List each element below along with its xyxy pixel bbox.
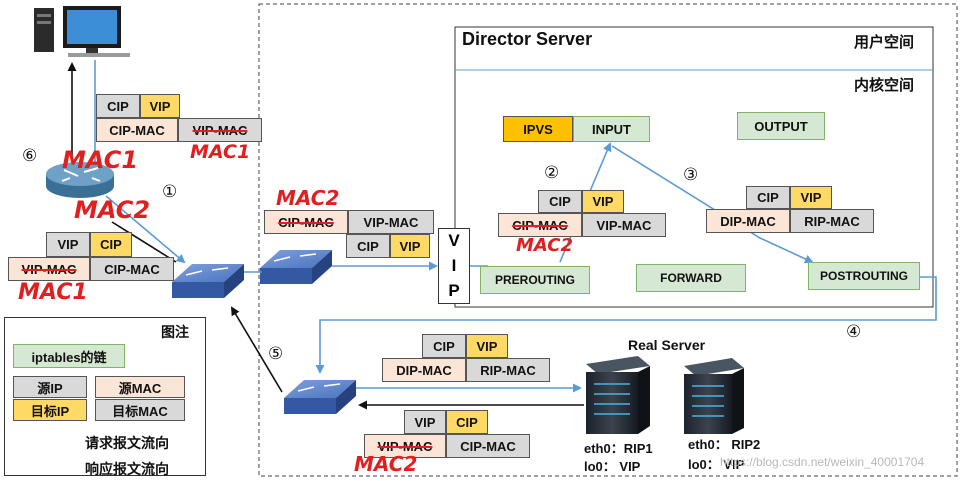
pkt-client-src-ip: CIP xyxy=(96,94,140,118)
vip-letter-i: I xyxy=(451,255,457,275)
pkt-dir-out-src-mac: DIP-MAC xyxy=(706,209,790,233)
switch-middle-icon xyxy=(260,250,332,284)
pkt-router-src-mac: VIP-MAC xyxy=(8,257,90,281)
chain-input: INPUT xyxy=(573,116,650,142)
vip-letter-p: P xyxy=(448,280,460,300)
pkt-router-src-ip: VIP xyxy=(46,232,90,257)
pkt-from-rs-src-ip: VIP xyxy=(404,410,446,434)
pkt-switch-dst-mac: VIP-MAC xyxy=(348,210,434,234)
kernel-space-label: 内核空间 xyxy=(854,77,915,94)
router-icon xyxy=(46,162,114,198)
server-side-region xyxy=(258,3,958,477)
vip-interface: V I P xyxy=(438,228,470,304)
real-server-title: Real Server xyxy=(628,337,706,353)
step-6-marker: ⑥ xyxy=(22,146,38,166)
pkt-dir-in-dst-ip: VIP xyxy=(582,190,624,213)
pkt-to-rs-src-ip: CIP xyxy=(422,334,466,358)
pkt-from-rs-dst-mac: CIP-MAC xyxy=(446,434,530,458)
user-space-label: 用户空间 xyxy=(854,34,915,51)
pkt-switch-src-mac: CIP-MAC xyxy=(264,210,348,234)
request-postrouting-to-switch xyxy=(315,276,937,374)
legend-request-label: 请求报文流向 xyxy=(85,435,169,451)
rs2-eth0-label: eth0： RIP2 xyxy=(688,437,761,452)
annotation-dir-in-mac2: MAC2 xyxy=(516,235,574,256)
response-arrows xyxy=(67,62,584,410)
request-arrows xyxy=(94,60,937,393)
pkt-dir-in-dst-mac: VIP-MAC xyxy=(582,213,666,237)
watermark: https://blog.csdn.net/weixin_40001704 xyxy=(720,455,925,469)
step-3-marker: ③ xyxy=(683,165,699,185)
annotation-router-mac1: MAC1 xyxy=(62,146,139,174)
switch-left-icon xyxy=(172,264,244,298)
pkt-client-dst-ip: VIP xyxy=(140,94,180,118)
switch-bottom-icon xyxy=(284,380,356,414)
pkt-to-rs-dst-mac: RIP-MAC xyxy=(466,358,550,382)
legend-src-ip: 源IP xyxy=(13,376,87,398)
legend-chain: iptables的链 xyxy=(13,344,125,368)
pkt-dir-in-src-ip: CIP xyxy=(538,190,582,213)
legend-src-mac: 源MAC xyxy=(95,376,185,398)
pkt-switch-src-ip: CIP xyxy=(346,234,390,258)
step-5-marker: ⑤ xyxy=(268,344,284,364)
pkt-client-dst-mac: VIP-MAC xyxy=(178,118,262,142)
legend-dst-ip: 目标IP xyxy=(13,399,87,421)
pkt-dir-in-src-mac: CIP-MAC xyxy=(498,213,582,237)
pkt-router-dst-mac: CIP-MAC xyxy=(90,257,174,281)
annotation-switch-mac2: MAC2 xyxy=(276,186,340,210)
pkt-router-dst-ip: CIP xyxy=(90,232,132,257)
step-2-marker: ② xyxy=(544,163,560,183)
rs1-eth0-label: eth0：RIP1 xyxy=(584,441,653,456)
pkt-dir-out-dst-mac: RIP-MAC xyxy=(790,209,874,233)
rs2-lo0-label: lo0： VIP xyxy=(688,457,745,472)
request-input-to-postrouting xyxy=(611,145,814,264)
step-4-marker: ④ xyxy=(846,322,862,342)
chain-forward: FORWARD xyxy=(636,264,746,292)
pkt-dir-out-src-ip: CIP xyxy=(746,186,790,209)
client-pc-icon xyxy=(34,6,130,57)
pkt-to-rs-src-mac: DIP-MAC xyxy=(382,358,466,382)
annotation-router-mac2: MAC2 xyxy=(74,196,151,224)
pkt-switch-dst-ip: VIP xyxy=(390,234,430,258)
chain-output: OUTPUT xyxy=(737,112,825,140)
ipvs-box: IPVS xyxy=(503,116,573,142)
director-server-title: Director Server xyxy=(462,29,593,49)
response-switch-to-left-switch xyxy=(230,306,283,393)
legend-title: 图注 xyxy=(161,324,189,340)
annotation-from-rs-mac2: MAC2 xyxy=(354,452,418,476)
request-router-to-switch xyxy=(105,195,186,264)
chain-postrouting: POSTROUTING xyxy=(808,262,920,290)
pkt-from-rs-src-mac: VIP-MAC xyxy=(364,434,446,458)
response-switch-to-router xyxy=(111,221,177,263)
annotation-router-left-mac1: MAC1 xyxy=(18,280,88,305)
pkt-from-rs-dst-ip: CIP xyxy=(446,410,488,434)
rs1-lo0-label: lo0： VIP xyxy=(584,459,641,474)
real-server-1-icon xyxy=(586,356,650,434)
step-1-marker: ① xyxy=(162,182,178,202)
pkt-dir-out-dst-ip: VIP xyxy=(790,186,832,209)
annotation-client-mac1: MAC1 xyxy=(190,141,251,163)
pkt-to-rs-dst-ip: VIP xyxy=(466,334,508,358)
legend-response-label: 响应报文流向 xyxy=(85,461,169,477)
legend-panel: 图注 iptables的链 源IP 源MAC 目标IP 目标MAC 请求报文流向… xyxy=(4,317,206,477)
pkt-client-src-mac: CIP-MAC xyxy=(96,118,178,142)
legend-dst-mac: 目标MAC xyxy=(95,399,185,421)
vip-letter-v: V xyxy=(448,231,460,251)
chain-prerouting: PREROUTING xyxy=(480,266,590,294)
director-server-box xyxy=(454,26,934,308)
real-server-2-icon xyxy=(684,358,744,434)
